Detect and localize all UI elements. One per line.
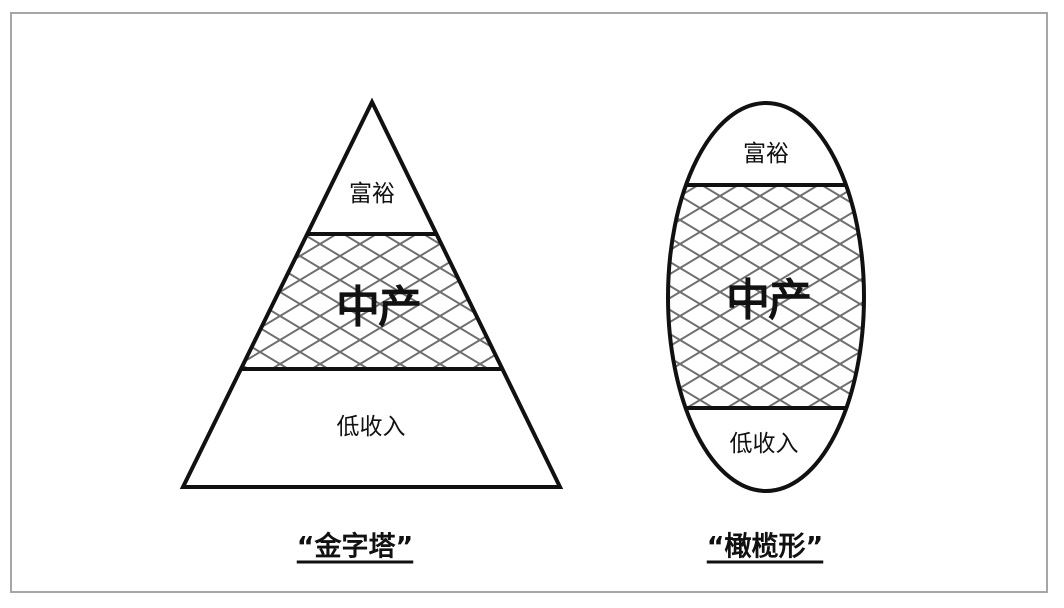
pyramid-tier-rich-label: 富裕 xyxy=(349,181,395,207)
olive-tier-rich-label: 富裕 xyxy=(743,141,789,167)
olive-tier-low-label: 低收入 xyxy=(729,431,799,457)
pyramid-middle-band xyxy=(242,234,501,369)
olive-middle-band xyxy=(668,185,864,408)
olive-tier-middle-label: 中产 xyxy=(726,275,812,326)
pyramid-tier-middle-label: 中产 xyxy=(336,282,422,333)
pyramid-shape xyxy=(179,97,564,489)
olive-shape xyxy=(666,101,866,493)
pyramid-tier-low-label: 低收入 xyxy=(336,414,406,440)
olive-caption: “橄榄形” xyxy=(706,531,824,563)
pyramid-caption: “金字塔” xyxy=(296,531,414,563)
diagram-frame xyxy=(10,12,1048,593)
